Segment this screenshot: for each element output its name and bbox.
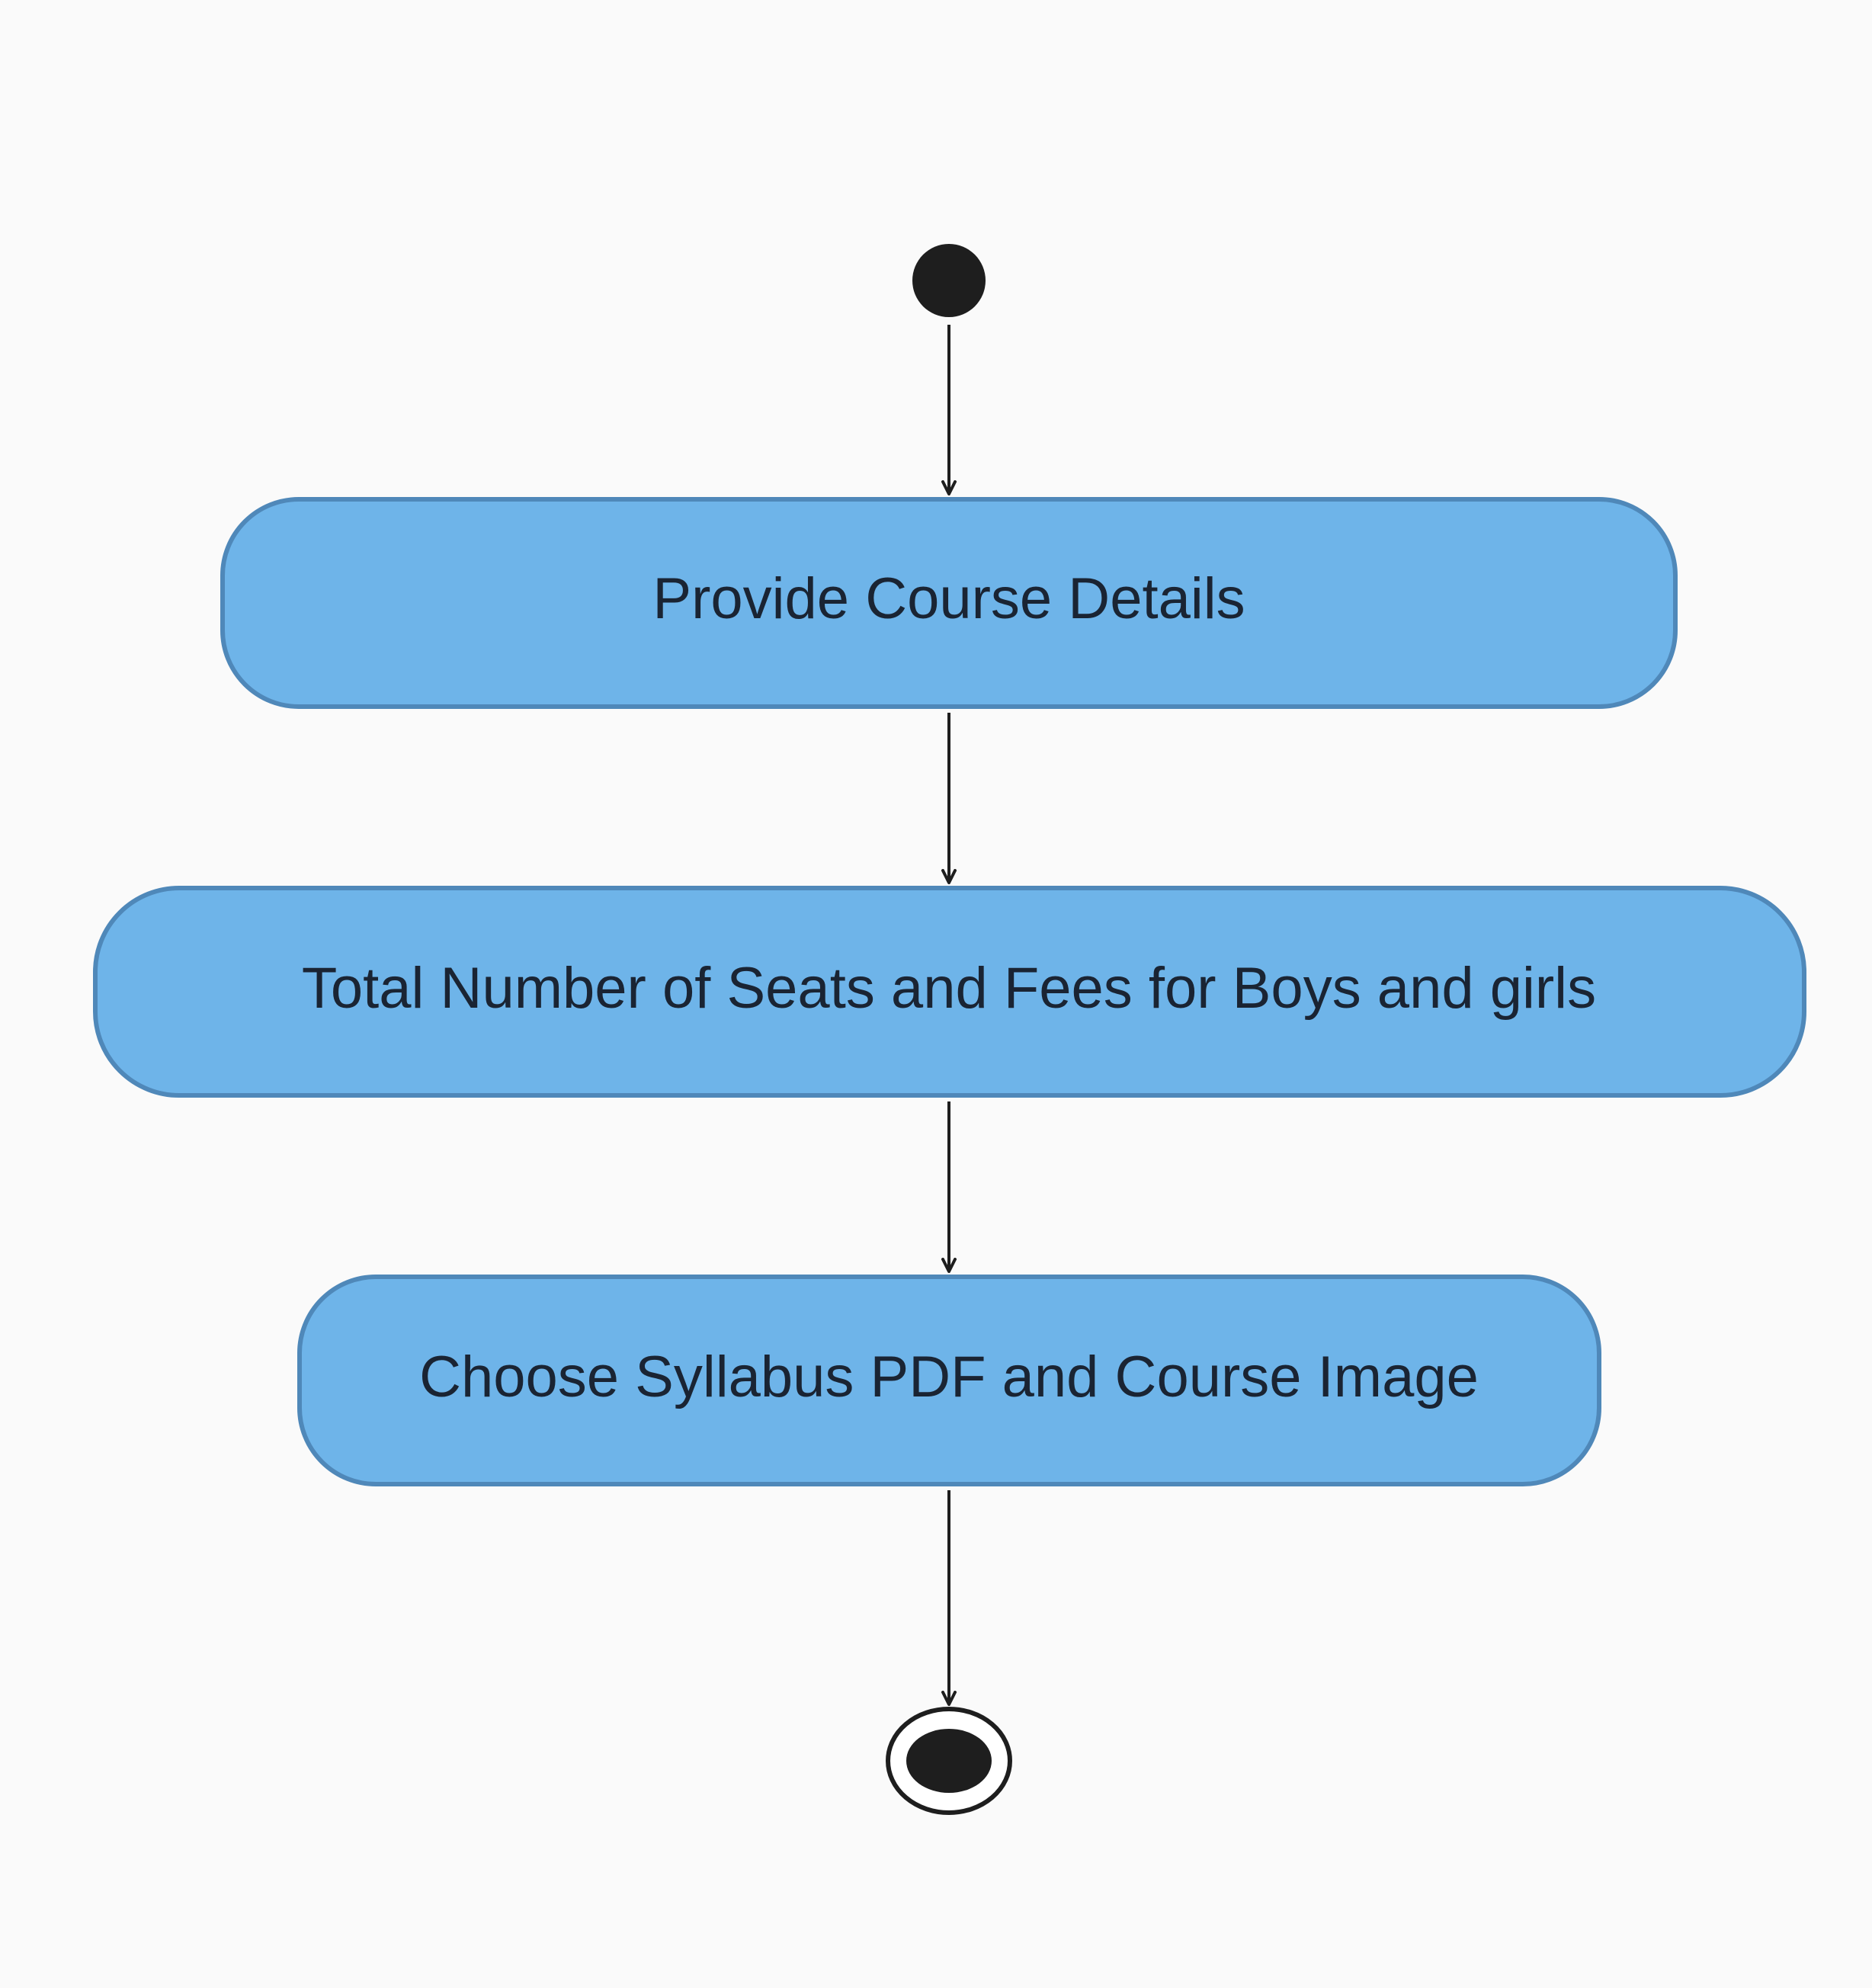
action-node-provide-course-details[interactable]: Provide Course Details bbox=[220, 497, 1678, 709]
action-label: Choose Syllabus PDF and Course Image bbox=[419, 1345, 1479, 1409]
initial-node bbox=[912, 244, 986, 317]
action-node-choose-syllabus[interactable]: Choose Syllabus PDF and Course Image bbox=[297, 1275, 1601, 1486]
action-label: Total Number of Seats and Fees for Boys … bbox=[302, 956, 1596, 1021]
final-node bbox=[886, 1707, 1012, 1815]
action-node-seats-and-fees[interactable]: Total Number of Seats and Fees for Boys … bbox=[93, 886, 1806, 1098]
action-label: Provide Course Details bbox=[652, 566, 1245, 631]
